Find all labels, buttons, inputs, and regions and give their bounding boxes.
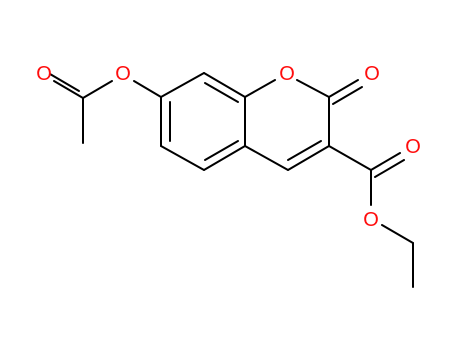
atom-o-acyl-ester: O [115, 63, 131, 85]
bond-o-ethyl-ch2 [381, 224, 414, 244]
bond-o1-c2 [296, 79, 330, 98]
bond-c4a-c5-inner [204, 140, 239, 161]
atom-labels: O O O O O O [36, 63, 421, 231]
bond-c3-c4-inner [287, 140, 322, 161]
bond-c4-c4a [244, 145, 289, 171]
bond-ester-c-o-double-1 [370, 152, 401, 171]
bond-c3-c4 [287, 145, 330, 171]
atom-o-acyl-carbonyl: O [36, 63, 52, 85]
bond-c7-c8 [160, 72, 205, 98]
bond-acetyl-c-o [82, 80, 113, 99]
bond-c3-ester-c [328, 145, 372, 171]
bond-c8a-o1 [244, 79, 276, 98]
atom-o-lactone-carbonyl: O [364, 63, 380, 85]
bond-o-c7 [133, 80, 162, 98]
bond-ester-c-o-double-2 [374, 159, 405, 178]
atom-o-ester-alkoxy: O [363, 209, 379, 231]
bond-c8-c8a [203, 72, 246, 98]
bond-c8-c8a-inner [204, 82, 239, 103]
bond-acetyl-c-o-double-1 [53, 80, 84, 99]
bond-c4a-c5 [203, 145, 246, 171]
bond-c5-c6 [160, 145, 205, 171]
bonds [49, 72, 414, 288]
atom-o-ring: O [279, 63, 295, 85]
bond-lactone-c-o-double-2 [332, 86, 363, 105]
bond-acetyl-c-o-double-2 [49, 73, 80, 92]
atom-o-ester-carbonyl: O [405, 136, 421, 158]
bond-lactone-c-o-double-1 [328, 79, 359, 98]
